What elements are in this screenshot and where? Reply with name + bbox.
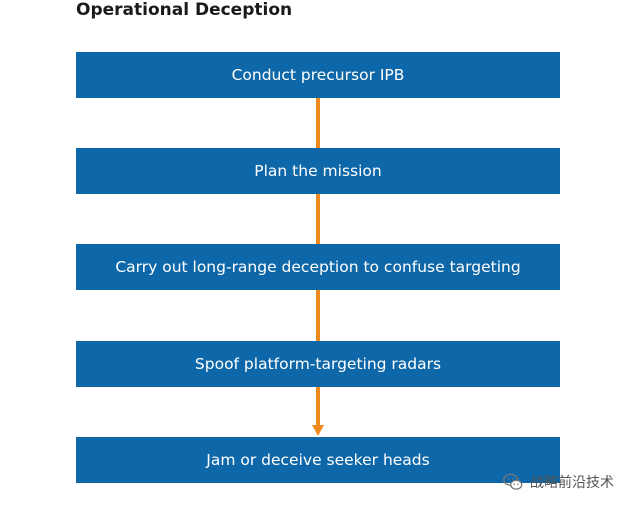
step-4-label: Spoof platform-targeting radars xyxy=(194,355,442,373)
step-5-box: Jam or deceive seeker heads xyxy=(76,437,560,483)
step-3-box: Carry out long-range deception to confus… xyxy=(76,244,560,290)
step-5-label: Jam or deceive seeker heads xyxy=(206,451,430,469)
flow-connector-2 xyxy=(316,194,320,245)
flow-connector-1 xyxy=(316,98,320,149)
step-1-box: Conduct precursor IPB xyxy=(76,52,560,98)
flow-connector-4 xyxy=(316,387,320,427)
step-2-label: Plan the mission xyxy=(254,162,382,180)
step-1-label: Conduct precursor IPB xyxy=(231,66,405,84)
flow-arrowhead xyxy=(312,425,324,436)
watermark: 战略前沿技术 xyxy=(502,470,614,494)
flow-connector-3 xyxy=(316,290,320,342)
watermark-text: 战略前沿技术 xyxy=(530,475,614,491)
step-3-label: Carry out long-range deception to confus… xyxy=(115,258,521,276)
step-2-box: Plan the mission xyxy=(76,148,560,194)
step-4-box: Spoof platform-targeting radars xyxy=(76,341,560,387)
wechat-icon xyxy=(503,473,523,490)
diagram-title: Operational Deception xyxy=(76,0,293,20)
